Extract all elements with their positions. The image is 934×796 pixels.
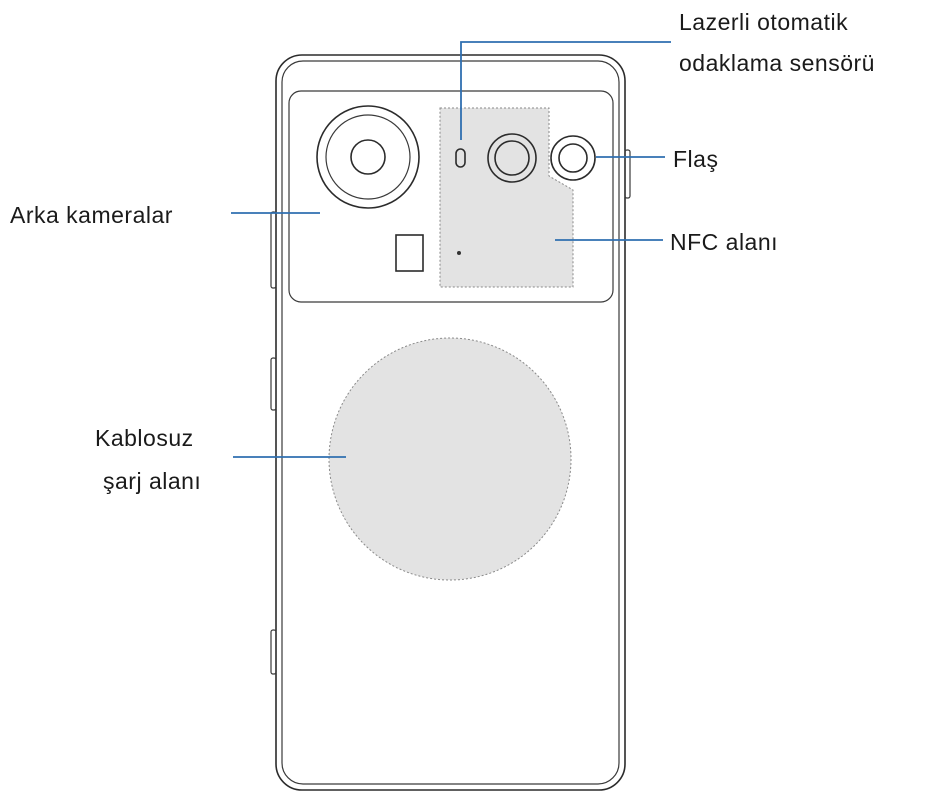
label-laser-line1: Lazerli otomatik xyxy=(679,9,848,35)
phone-body xyxy=(275,54,626,791)
camera-module-panel xyxy=(288,90,614,303)
label-wireless-line1: Kablosuz xyxy=(95,425,194,451)
label-rear-cameras: Arka kameralar xyxy=(10,202,173,228)
wireless-charging-area xyxy=(328,337,572,581)
label-nfc: NFC alanı xyxy=(670,229,778,255)
secondary-sensor xyxy=(395,234,424,272)
secondary-camera-lens xyxy=(487,133,537,183)
microphone-dot xyxy=(457,251,461,255)
nfc-area xyxy=(439,107,574,288)
leader-lines xyxy=(231,41,671,458)
label-flash: Flaş xyxy=(673,146,718,172)
laser-af-sensor xyxy=(455,148,466,168)
main-camera-lens xyxy=(316,105,420,209)
label-wireless-line2: şarj alanı xyxy=(103,468,201,494)
flash-unit xyxy=(550,135,596,181)
side-buttons xyxy=(270,149,631,675)
label-laser-line2: odaklama sensörü xyxy=(679,50,875,76)
leader-laser xyxy=(460,41,671,140)
